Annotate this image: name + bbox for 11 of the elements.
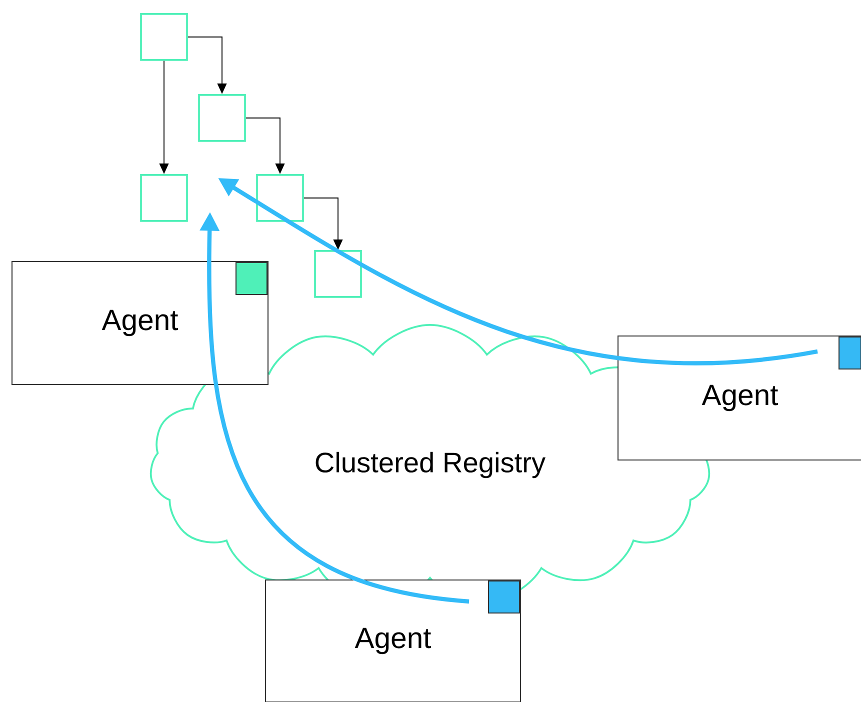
corner-square — [488, 580, 520, 614]
agent-box: Agent — [617, 335, 861, 461]
corner-square — [235, 262, 268, 296]
tree-node-box — [140, 13, 188, 61]
tree-node-box — [198, 94, 246, 142]
tree-node-box — [256, 174, 304, 222]
tree-node-box — [140, 174, 188, 222]
agent-box: Agent — [264, 579, 522, 702]
corner-square — [838, 336, 861, 370]
agent-box: Agent — [11, 260, 269, 386]
tree-node-box — [314, 250, 362, 298]
